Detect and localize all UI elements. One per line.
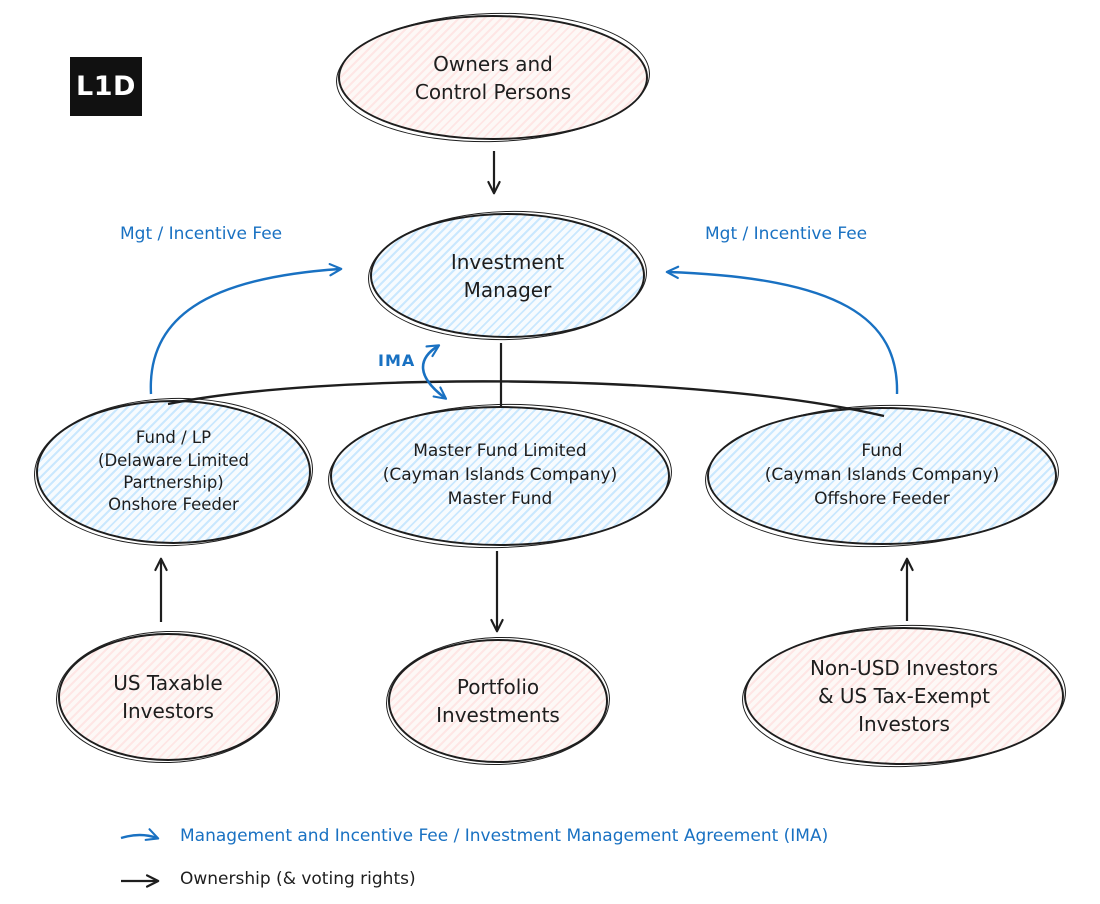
node-label: Master Fund Limited (Cayman Islands Comp… [382,441,618,509]
node-non-usd-and-tax-exempt-investors: Non-USD Investors & US Tax-Exempt Invest… [744,627,1064,765]
node-label: Fund / LP (Delaware Limited Partnership)… [98,428,249,515]
edge-label-ima: IMA [378,351,416,370]
legend-fee-arrow [120,828,160,841]
node-onshore-feeder: Fund / LP (Delaware Limited Partnership)… [36,400,311,544]
edge-label-mgt-incentive-fee-left: Mgt / Incentive Fee [120,224,283,244]
node-owners-and-control-persons: Owners and Control Persons [338,15,648,140]
node-offshore-feeder: Fund (Cayman Islands Company) Offshore F… [707,407,1057,545]
node-label: US Taxable Investors [113,671,223,723]
node-investment-manager: Investment Manager [370,213,645,338]
logo-text: L1D [76,71,136,102]
node-label: Owners and Control Persons [414,51,572,104]
node-label: Non-USD Investors & US Tax-Exempt Invest… [809,656,999,736]
node-label: Portfolio Investments [436,675,560,727]
legend-ownership-label: Ownership (& voting rights) [180,869,416,889]
legend-fee-label: Management and Incentive Fee / Investmen… [180,826,829,846]
arrow-fee-right [665,265,899,395]
node-label: Investment Manager [450,249,565,302]
edge-label-mgt-incentive-fee-right: Mgt / Incentive Fee [705,224,868,244]
node-portfolio-investments: Portfolio Investments [388,639,608,763]
arrow-fee-left [149,262,343,395]
node-us-taxable-investors: US Taxable Investors [58,633,278,761]
arrow-ima-double [421,344,448,400]
logo-l1d: L1D [70,57,142,116]
node-label: Fund (Cayman Islands Company) Offshore F… [764,441,1000,509]
node-master-fund: Master Fund Limited (Cayman Islands Comp… [330,406,670,546]
